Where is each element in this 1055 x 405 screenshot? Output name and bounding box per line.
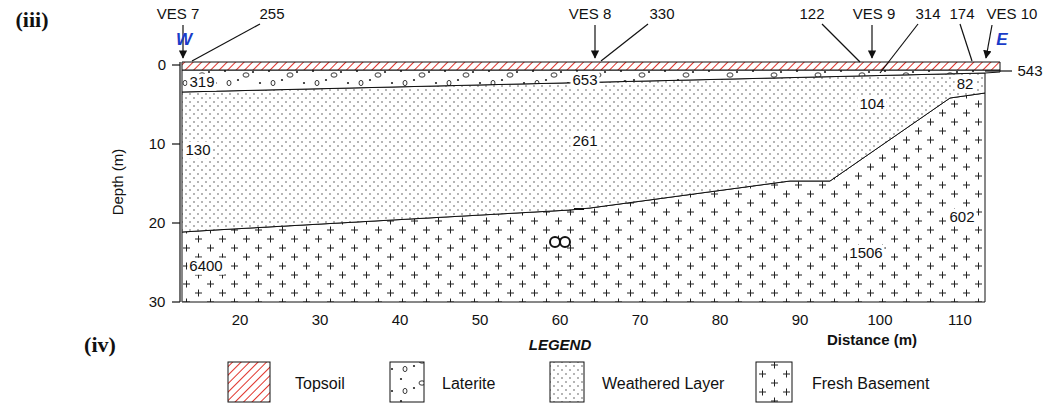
section-graphic <box>880 24 918 73</box>
section-graphic <box>172 64 180 65</box>
legend-label: Laterite <box>442 375 495 393</box>
ves-name: VES 9 <box>853 6 896 23</box>
weathered-layer <box>182 73 985 232</box>
distance-tick: 50 <box>472 312 489 329</box>
ves-markers <box>183 24 1012 73</box>
section-graphic <box>871 25 872 58</box>
section-graphic <box>560 237 570 247</box>
resistivity-value: 653 <box>570 72 599 89</box>
section-layers <box>182 62 1000 302</box>
section-graphic <box>756 362 792 402</box>
section-graphic <box>574 208 584 210</box>
section-graphic <box>822 24 860 62</box>
distance-tick: 30 <box>312 312 329 329</box>
depth-tick: 20 <box>149 215 166 232</box>
section-graphic <box>550 237 560 247</box>
resistivity-value: 330 <box>649 6 674 23</box>
section-graphic <box>172 143 180 144</box>
resistivity-value: 255 <box>259 6 284 23</box>
resistivity-value: 319 <box>187 74 216 91</box>
distance-tick: 110 <box>948 312 972 329</box>
ves-name: VES 10 <box>987 6 1038 23</box>
topsoil-layer <box>182 62 1000 70</box>
depth-tick: 30 <box>149 294 166 311</box>
resistivity-value: 602 <box>947 209 976 226</box>
figure-part: (iv) <box>84 333 116 357</box>
ves-name: VES 7 <box>157 6 200 23</box>
resistivity-value: 82 <box>955 76 976 93</box>
legend-label: Topsoil <box>295 375 345 393</box>
axis-title: Depth (m) <box>110 149 127 216</box>
depth-axis <box>172 62 180 302</box>
borehole-symbol <box>550 209 584 247</box>
laterite-layer <box>182 70 1000 92</box>
distance-tick: 90 <box>792 312 809 329</box>
section-graphic <box>986 25 992 58</box>
distance-tick: 60 <box>552 312 569 329</box>
direction-label: E <box>996 31 1007 50</box>
section-graphic <box>390 362 424 402</box>
section-graphic <box>172 222 180 223</box>
resistivity-value: 6400 <box>187 258 224 275</box>
legend-label: Weathered Layer <box>602 375 724 393</box>
section-graphic <box>985 70 1012 71</box>
section-graphic <box>550 362 584 402</box>
legend-title: LEGEND <box>529 337 592 354</box>
section-graphic <box>179 62 180 302</box>
section-graphic <box>228 362 270 402</box>
distance-tick: 40 <box>392 312 409 329</box>
depth-tick: 0 <box>158 57 166 74</box>
distance-tick: 80 <box>712 312 729 329</box>
figure-part: (iii) <box>16 8 49 32</box>
resistivity-value: 122 <box>799 6 824 23</box>
section-graphic <box>192 24 260 61</box>
distance-tick: 70 <box>632 312 649 329</box>
resistivity-value: 104 <box>857 96 886 113</box>
legend-label: Fresh Basement <box>812 375 929 393</box>
section-graphic <box>594 25 595 58</box>
ves-name: VES 8 <box>569 6 612 23</box>
resistivity-value: 543 <box>1017 63 1042 80</box>
depth-tick: 10 <box>149 136 166 153</box>
resistivity-value: 174 <box>949 6 974 23</box>
section-graphic <box>601 24 648 61</box>
resistivity-value: 1506 <box>847 245 884 262</box>
direction-label: W <box>176 31 192 50</box>
section-graphic <box>172 301 180 302</box>
distance-tick: 20 <box>232 312 249 329</box>
resistivity-value: 261 <box>570 133 599 150</box>
distance-tick: 100 <box>867 312 892 329</box>
section-graphic <box>960 24 972 61</box>
resistivity-value: 130 <box>183 142 212 159</box>
resistivity-value: 314 <box>915 6 940 23</box>
legend-swatches <box>228 362 792 402</box>
axis-title: Distance (m) <box>827 332 917 349</box>
